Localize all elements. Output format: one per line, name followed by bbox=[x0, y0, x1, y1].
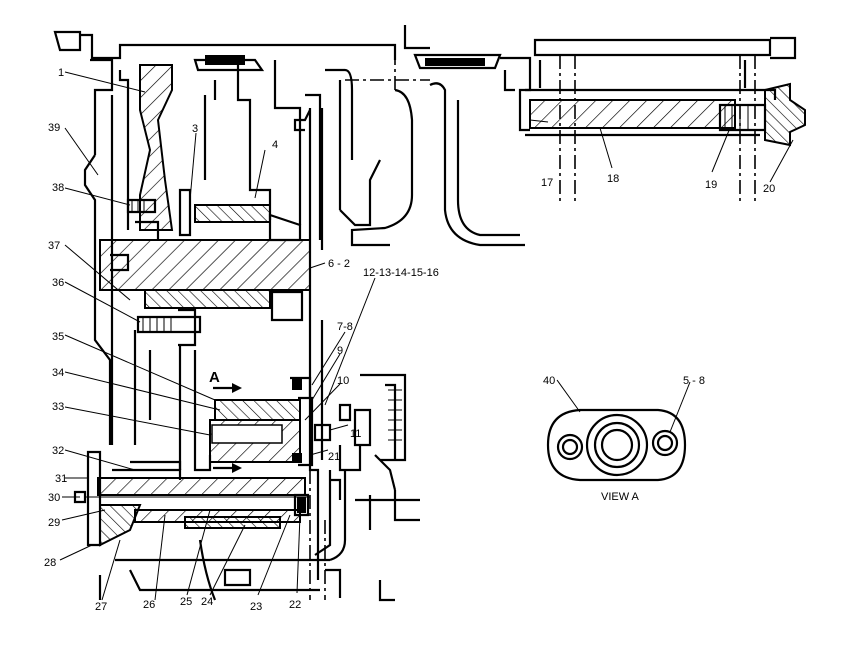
callout-39: 39 bbox=[48, 122, 60, 134]
callout-22: 22 bbox=[289, 599, 301, 611]
callout-4: 4 bbox=[272, 139, 278, 151]
callout-30: 30 bbox=[48, 492, 60, 504]
shaft-6-2 bbox=[99, 188, 311, 322]
callout-18: 18 bbox=[607, 173, 619, 185]
callout-33: 33 bbox=[52, 401, 64, 413]
callout-23: 23 bbox=[250, 601, 262, 613]
top-bearing bbox=[193, 53, 502, 72]
center-lines bbox=[309, 60, 430, 600]
section-marker-a: A bbox=[209, 369, 220, 386]
callout-27: 27 bbox=[95, 601, 107, 613]
callout-10: 10 bbox=[337, 375, 349, 387]
view-a-flange bbox=[546, 408, 687, 482]
section-arrows bbox=[213, 383, 242, 473]
callout-20: 20 bbox=[763, 183, 775, 195]
gear-1 bbox=[139, 64, 174, 231]
callout-37: 37 bbox=[48, 240, 60, 252]
view-a-label: VIEW A bbox=[601, 491, 640, 503]
callout-11: 11 bbox=[350, 428, 361, 440]
callout-5-8: 5 - 8 bbox=[683, 375, 705, 387]
side-mechanism bbox=[338, 373, 407, 491]
lower-carrier bbox=[73, 450, 310, 547]
callout-21: 21 bbox=[328, 451, 340, 463]
callout-32: 32 bbox=[52, 445, 64, 457]
callout-1: 1 bbox=[58, 67, 64, 79]
callout-6-2: 6 - 2 bbox=[328, 258, 350, 270]
callout-34: 34 bbox=[52, 367, 64, 379]
callout-24: 24 bbox=[201, 596, 213, 608]
left-bolts bbox=[126, 109, 311, 347]
callout-29: 29 bbox=[48, 517, 60, 529]
leader-lines bbox=[59, 71, 794, 601]
callout-12-16: 12-13-14-15-16 bbox=[363, 267, 439, 279]
callout-17: 17 bbox=[541, 177, 553, 189]
callout-7-8: 7-8 bbox=[337, 321, 353, 333]
callout-labels: 1 3 4 6 - 2 12-13-14-15-16 7-8 9 10 11 2… bbox=[44, 67, 775, 613]
planet-shaft-assembly bbox=[209, 376, 332, 467]
callout-35: 35 bbox=[52, 331, 64, 343]
callout-3: 3 bbox=[192, 123, 198, 135]
right-housing bbox=[500, 36, 806, 205]
callout-26: 26 bbox=[143, 599, 155, 611]
callout-9: 9 bbox=[337, 345, 343, 357]
callout-38: 38 bbox=[52, 182, 64, 194]
callout-25: 25 bbox=[180, 596, 192, 608]
callout-28: 28 bbox=[44, 557, 56, 569]
callout-19: 19 bbox=[705, 179, 717, 191]
callout-40: 40 bbox=[543, 375, 555, 387]
callout-36: 36 bbox=[52, 277, 64, 289]
callout-31: 31 bbox=[55, 473, 67, 485]
